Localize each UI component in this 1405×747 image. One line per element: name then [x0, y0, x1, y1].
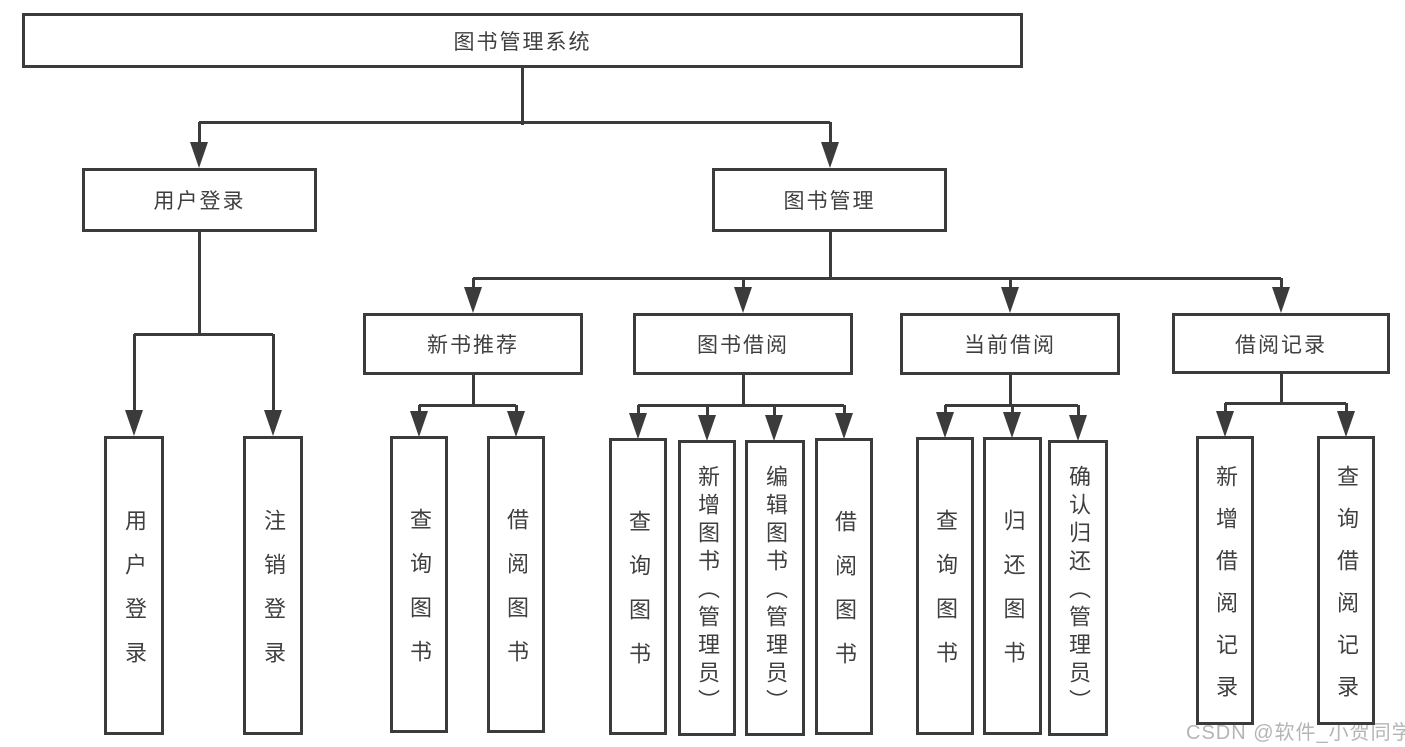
- arrowhead-down-icon: [821, 142, 839, 168]
- arrowhead-down-icon: [125, 410, 143, 436]
- node-add-books-admin: 新增图书（管理员）: [678, 440, 736, 736]
- arrowhead-down-icon: [1337, 411, 1355, 437]
- node-label: 查询图书: [933, 509, 958, 685]
- connector-vline: [417, 405, 421, 413]
- node-label: 图书借阅: [697, 334, 789, 357]
- node-label: 借阅图书: [504, 507, 529, 684]
- node-book-borrow: 图书借阅: [633, 313, 853, 375]
- connector-vline: [943, 405, 947, 413]
- node-query-books-current: 查询图书: [916, 437, 974, 735]
- node-label: 借阅图书: [832, 509, 857, 686]
- node-label: 归还图书: [1000, 509, 1026, 685]
- connector-vline: [772, 405, 776, 417]
- connector-vline: [1008, 375, 1012, 405]
- arrowhead-down-icon: [1069, 415, 1087, 441]
- node-label: 新增借阅记录: [1213, 464, 1238, 717]
- node-label: 图书管理系统: [453, 30, 592, 54]
- node-label: 当前借阅: [964, 334, 1056, 357]
- arrowhead-down-icon: [936, 412, 954, 438]
- node-label: 新书推荐: [427, 334, 519, 357]
- arrowhead-down-icon: [629, 413, 647, 439]
- arrowhead-down-icon: [1001, 287, 1019, 313]
- connector-vline: [741, 375, 745, 405]
- connector-hline: [1225, 401, 1346, 405]
- node-logout-action: 注销登录: [243, 436, 303, 735]
- node-return-books: 归还图书: [983, 437, 1042, 735]
- node-label: 借阅记录: [1235, 333, 1327, 357]
- connector-vline: [471, 278, 475, 290]
- node-label: 注销登录: [261, 508, 286, 685]
- connector-vline: [197, 122, 201, 146]
- connector-vline: [1344, 403, 1348, 413]
- arrowhead-down-icon: [410, 411, 428, 437]
- node-confirm-return-admin: 确认归还（管理员）: [1048, 440, 1108, 736]
- connector-vline: [1279, 278, 1283, 290]
- connector-vline: [197, 232, 201, 334]
- connector-hline: [419, 403, 516, 407]
- arrowhead-down-icon: [734, 287, 752, 313]
- node-label: 查询图书: [626, 509, 651, 686]
- arrowhead-down-icon: [1272, 287, 1290, 313]
- node-current-borrow: 当前借阅: [900, 313, 1120, 375]
- connector-vline: [636, 405, 640, 415]
- connector-vline: [271, 334, 275, 412]
- node-borrow-books-2: 借阅图书: [815, 438, 873, 735]
- arrowhead-down-icon: [507, 411, 525, 437]
- node-new-book-rec: 新书推荐: [363, 313, 583, 375]
- node-edit-books-admin: 编辑图书（管理员）: [745, 440, 805, 736]
- node-label: 编辑图书（管理员）: [763, 465, 788, 717]
- node-label: 查询借阅记录: [1334, 464, 1359, 717]
- connector-vline: [1076, 405, 1080, 417]
- node-user-login-action: 用户登录: [104, 436, 164, 735]
- node-label: 确认归还（管理员）: [1066, 465, 1091, 717]
- connector-vline: [520, 68, 524, 125]
- connector-vline: [514, 405, 518, 413]
- arrowhead-down-icon: [264, 410, 282, 436]
- connector-vline: [705, 405, 709, 417]
- node-borrow-record: 借阅记录: [1172, 313, 1390, 374]
- connector-hline: [134, 332, 273, 336]
- arrowhead-down-icon: [1003, 412, 1021, 438]
- connector-hline: [638, 403, 844, 407]
- arrowhead-down-icon: [1216, 411, 1234, 437]
- node-label: 查询图书: [407, 507, 432, 684]
- node-root: 图书管理系统: [22, 13, 1023, 68]
- connector-vline: [471, 375, 475, 405]
- node-book-mgmt: 图书管理: [712, 168, 947, 232]
- connector-vline: [1008, 278, 1012, 290]
- arrowhead-down-icon: [835, 413, 853, 439]
- csdn-watermark: CSDN @软件_小贺同学: [1186, 722, 1405, 744]
- connector-hline: [473, 276, 1281, 280]
- node-query-borrow-record: 查询借阅记录: [1317, 436, 1375, 725]
- connector-hline: [199, 120, 830, 124]
- connector-vline: [1279, 374, 1283, 403]
- connector-vline: [741, 278, 745, 290]
- connector-vline: [828, 232, 832, 278]
- connector-vline: [1010, 405, 1014, 413]
- node-label: 新增图书（管理员）: [695, 465, 720, 717]
- arrowhead-down-icon: [698, 415, 716, 441]
- arrowhead-down-icon: [190, 142, 208, 168]
- node-label: 用户登录: [122, 508, 147, 685]
- arrowhead-down-icon: [464, 287, 482, 313]
- connector-vline: [842, 405, 846, 415]
- node-user-login: 用户登录: [82, 168, 317, 232]
- node-borrow-books-rec: 借阅图书: [487, 436, 545, 733]
- node-query-books-rec: 查询图书: [390, 436, 448, 733]
- connector-vline: [1223, 403, 1227, 413]
- connector-vline: [828, 122, 832, 146]
- arrowhead-down-icon: [765, 415, 783, 441]
- node-add-borrow-record: 新增借阅记录: [1196, 436, 1254, 725]
- node-query-books-borrow: 查询图书: [609, 438, 667, 735]
- connector-vline: [132, 334, 136, 412]
- node-label: 图书管理: [783, 190, 876, 213]
- node-label: 用户登录: [153, 190, 246, 213]
